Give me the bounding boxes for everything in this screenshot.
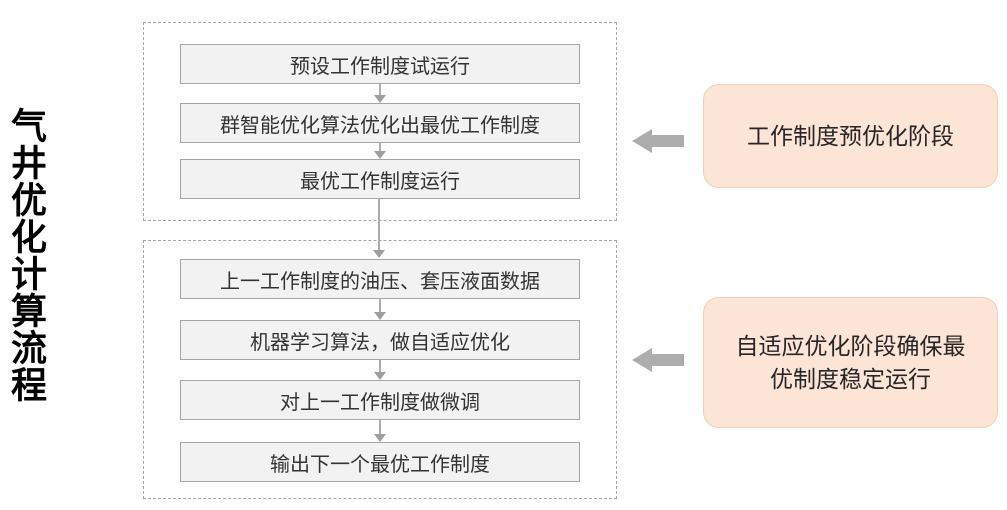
arrow-head: [374, 312, 386, 320]
arrow-down-icon: [373, 360, 387, 380]
arrow-line: [379, 143, 381, 151]
flow-step-fine-tune: 对上一工作制度做微调: [180, 380, 580, 420]
callout-adaptive-stage: 自适应优化阶段确保最优制度稳定运行: [703, 297, 998, 428]
block-arrow-head: [632, 348, 652, 372]
flow-step-optimal-run: 最优工作制度运行: [180, 159, 580, 199]
flow-step-swarm-optimization: 群智能优化算法优化出最优工作制度: [180, 103, 580, 143]
arrow-line: [379, 299, 381, 312]
arrow-line: [379, 360, 381, 372]
stage-container-pre-optimization: 预设工作制度试运行 群智能优化算法优化出最优工作制度 最优工作制度运行: [143, 22, 617, 221]
arrow-down-icon: [372, 198, 386, 258]
arrow-head: [373, 250, 385, 258]
stage-container-adaptive-optimization: 上一工作制度的油压、套压液面数据 机器学习算法，做自适应优化 对上一工作制度做微…: [143, 240, 617, 499]
flow-step-trial-run: 预设工作制度试运行: [180, 44, 580, 84]
flow-step-output-next-optimal: 输出下一个最优工作制度: [180, 442, 580, 482]
arrow-line: [378, 198, 380, 250]
diagram-title: 气井优化计算流程: [6, 107, 47, 403]
block-arrow-left-icon: [632, 348, 684, 372]
block-arrow-shaft: [652, 354, 684, 366]
arrow-line: [379, 420, 381, 434]
arrow-down-icon: [373, 143, 387, 159]
callout-preoptimization-stage: 工作制度预优化阶段: [703, 84, 998, 188]
arrow-head: [374, 434, 386, 442]
arrow-head: [374, 95, 386, 103]
flow-step-machine-learning: 机器学习算法，做自适应优化: [180, 320, 580, 360]
arrow-head: [374, 151, 386, 159]
block-arrow-head: [632, 129, 652, 153]
arrow-down-icon: [373, 84, 387, 103]
arrow-down-icon: [373, 299, 387, 320]
flow-step-pressure-data: 上一工作制度的油压、套压液面数据: [180, 259, 580, 299]
arrow-down-icon: [373, 420, 387, 442]
block-arrow-left-icon: [632, 129, 684, 153]
arrow-line: [379, 84, 381, 95]
arrow-head: [374, 372, 386, 380]
block-arrow-shaft: [652, 135, 684, 147]
